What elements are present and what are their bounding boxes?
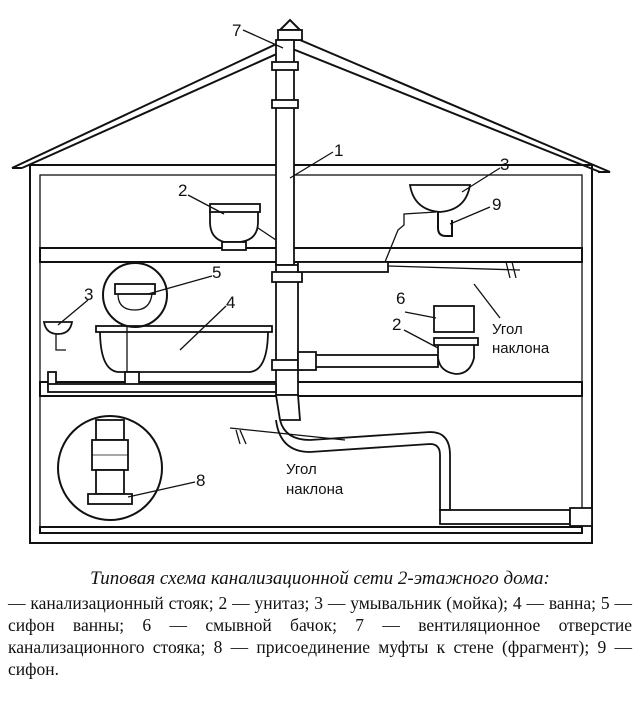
callout-5: 5 <box>212 263 221 282</box>
callout-9: 9 <box>492 195 501 214</box>
ground-toilet <box>433 305 479 375</box>
slope-label-right-line1: Угол <box>492 321 523 338</box>
bathtub <box>95 325 273 387</box>
vent-opening <box>277 18 303 41</box>
callout-4: 4 <box>226 293 235 312</box>
callout-1: 1 <box>334 141 343 160</box>
slope-label-lower-line2: наклона <box>286 481 344 498</box>
callout-8: 8 <box>196 471 205 490</box>
leader-lines <box>57 29 501 498</box>
caption-title: Типовая схема канализационной сети 2-эта… <box>90 568 550 589</box>
callout-3-upper: 3 <box>500 155 509 174</box>
slope-label-right-line2: наклона <box>492 340 550 357</box>
upper-washbasin <box>384 184 472 263</box>
ground-drain <box>47 351 439 393</box>
slope-indicator-right <box>473 283 501 319</box>
figure-caption: Типовая схема канализационной сети 2-эта… <box>8 568 632 680</box>
caption-legend: — канализационный стояк; 2 — унитаз; 3 —… <box>8 593 632 679</box>
basement-drain <box>229 419 593 527</box>
left-washbasin <box>42 321 74 389</box>
callout-3-left: 3 <box>84 285 93 304</box>
upper-branch <box>297 261 521 279</box>
main-riser <box>271 39 303 421</box>
callout-2-upper: 2 <box>178 181 187 200</box>
sewer-diagram: 7 1 2 3 9 3 5 4 6 2 8 Угол наклона Угол … <box>11 18 611 544</box>
callout-6: 6 <box>396 289 405 308</box>
upper-toilet <box>209 203 277 251</box>
callout-7: 7 <box>232 21 241 40</box>
slope-label-lower-line1: Угол <box>286 461 317 478</box>
coupling-magnifier <box>57 415 163 521</box>
callout-2-ground: 2 <box>392 315 401 334</box>
siphon-magnifier <box>102 262 168 372</box>
